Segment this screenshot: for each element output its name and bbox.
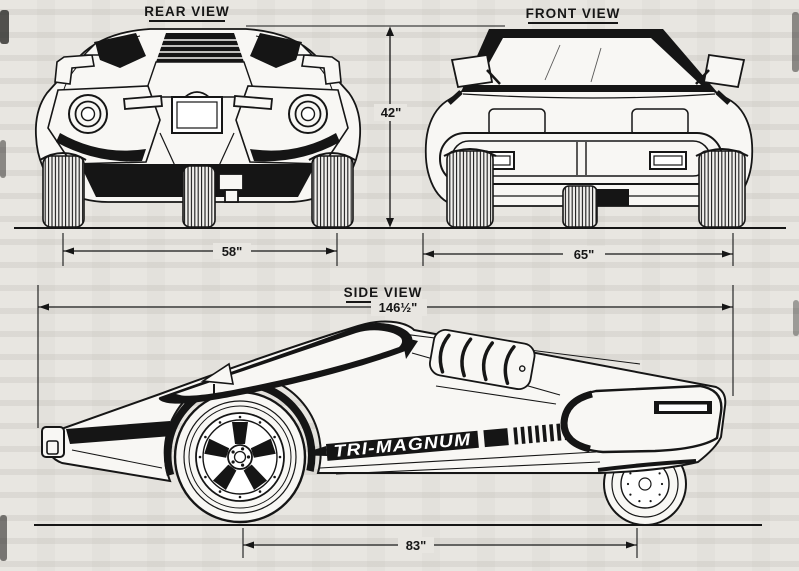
- rear-hitch-bracket: [218, 173, 244, 191]
- front-cowl-line: [462, 93, 716, 99]
- side-view-drawing: TRI-MAGNUM: [41, 320, 727, 526]
- side-front-rim-rivets: [198, 415, 282, 499]
- front-mirror-right-stem: [695, 69, 710, 85]
- side-crease-lines: [71, 329, 641, 475]
- dimension-annotations: 42" 58" 65": [37, 25, 734, 558]
- rear-fender-flare-left: [39, 152, 87, 161]
- rear-width-dim-label: 58": [222, 244, 243, 259]
- front-fender-flare-left: [443, 148, 497, 157]
- rear-signal-slot-left: [123, 95, 163, 110]
- side-front-mag-spokes: [204, 422, 276, 491]
- dimension-front-width-65: 65": [422, 233, 734, 266]
- front-hood-scoop-right: [631, 108, 689, 137]
- front-view-title: FRONT VIEW: [526, 6, 621, 21]
- side-rear-wheel-shadow: [597, 459, 697, 472]
- front-grille-divider: [576, 142, 587, 175]
- front-width-dim-label: 65": [574, 247, 595, 262]
- rear-window-louvers: [157, 39, 243, 59]
- rear-hitch-step: [224, 189, 239, 203]
- rear-housing-shadow-left: [56, 133, 146, 162]
- side-nose-stripe: [66, 421, 172, 444]
- dimension-overall-length-146: 146½": [37, 285, 734, 428]
- dimension-rear-width-58: 58": [62, 233, 338, 266]
- side-b-pillar-sail: [402, 337, 418, 359]
- dimension-wheelbase-83: 83": [242, 528, 638, 558]
- rear-wheel-center: [182, 165, 216, 228]
- rear-sail-panel-left: [94, 33, 146, 68]
- side-rear-brake-disc-holes: [626, 465, 664, 503]
- rear-taillight-right: [288, 94, 328, 134]
- side-front-wheel: [173, 390, 307, 524]
- side-nose-light: [46, 440, 59, 455]
- front-center-wheel-shadow: [597, 189, 629, 206]
- overall-length-dim-label: 146½": [379, 300, 418, 315]
- side-nose-bumper: [41, 426, 65, 458]
- scan-smudges: [0, 10, 799, 561]
- rear-license-plate: [171, 96, 223, 134]
- front-view-drawing: [424, 29, 754, 228]
- side-tail-light-lens: [659, 404, 707, 411]
- front-wheel-center: [562, 185, 598, 228]
- rear-sail-panel-right: [250, 33, 302, 68]
- front-wheel-left: [446, 150, 494, 228]
- front-hood-scoop-left: [488, 108, 546, 137]
- front-windshield-glass: [477, 38, 701, 85]
- side-louvers: [438, 333, 516, 386]
- side-mirror: [200, 362, 234, 385]
- side-view-title: SIDE VIEW: [344, 285, 423, 300]
- rear-plate-light: [184, 91, 210, 98]
- rear-taillight-left: [68, 94, 108, 134]
- front-mirror-right: [702, 53, 746, 89]
- dimension-height-42: 42": [374, 26, 407, 228]
- front-glass-reflections: [544, 44, 602, 83]
- side-louver-panel: [429, 329, 536, 391]
- rear-center-taper-lines: [159, 132, 235, 169]
- rear-wheel-left: [42, 155, 85, 228]
- rear-fender-flare-right: [308, 152, 356, 161]
- front-a-pillars: [447, 90, 731, 105]
- front-mirror-left-stem: [486, 69, 501, 85]
- front-lamp-right: [649, 151, 687, 170]
- rear-mirror-left-fin: [82, 41, 100, 56]
- rear-mirror-right: [301, 54, 342, 85]
- front-wheel-right: [698, 150, 746, 228]
- front-fender-flare-right: [695, 148, 749, 157]
- rear-mirror-right-fin: [296, 41, 314, 56]
- rear-mirror-left: [54, 54, 95, 85]
- view-titles: REAR VIEW FRONT VIEW SIDE VIEW: [144, 4, 621, 303]
- front-mirror-left: [450, 53, 494, 89]
- wheelbase-dim-label: 83": [406, 538, 427, 553]
- rear-signal-slot-right: [233, 95, 273, 110]
- side-rear-pod-crescent: [560, 390, 593, 453]
- rear-wheel-right: [311, 155, 354, 228]
- height-dim-label: 42": [381, 105, 402, 120]
- rear-view-drawing: [34, 28, 362, 228]
- rear-license-plate-inner: [176, 101, 218, 129]
- rear-housing-shadow-right: [250, 133, 340, 162]
- side-front-lug-nuts: [231, 447, 251, 467]
- rear-view-title: REAR VIEW: [144, 4, 230, 19]
